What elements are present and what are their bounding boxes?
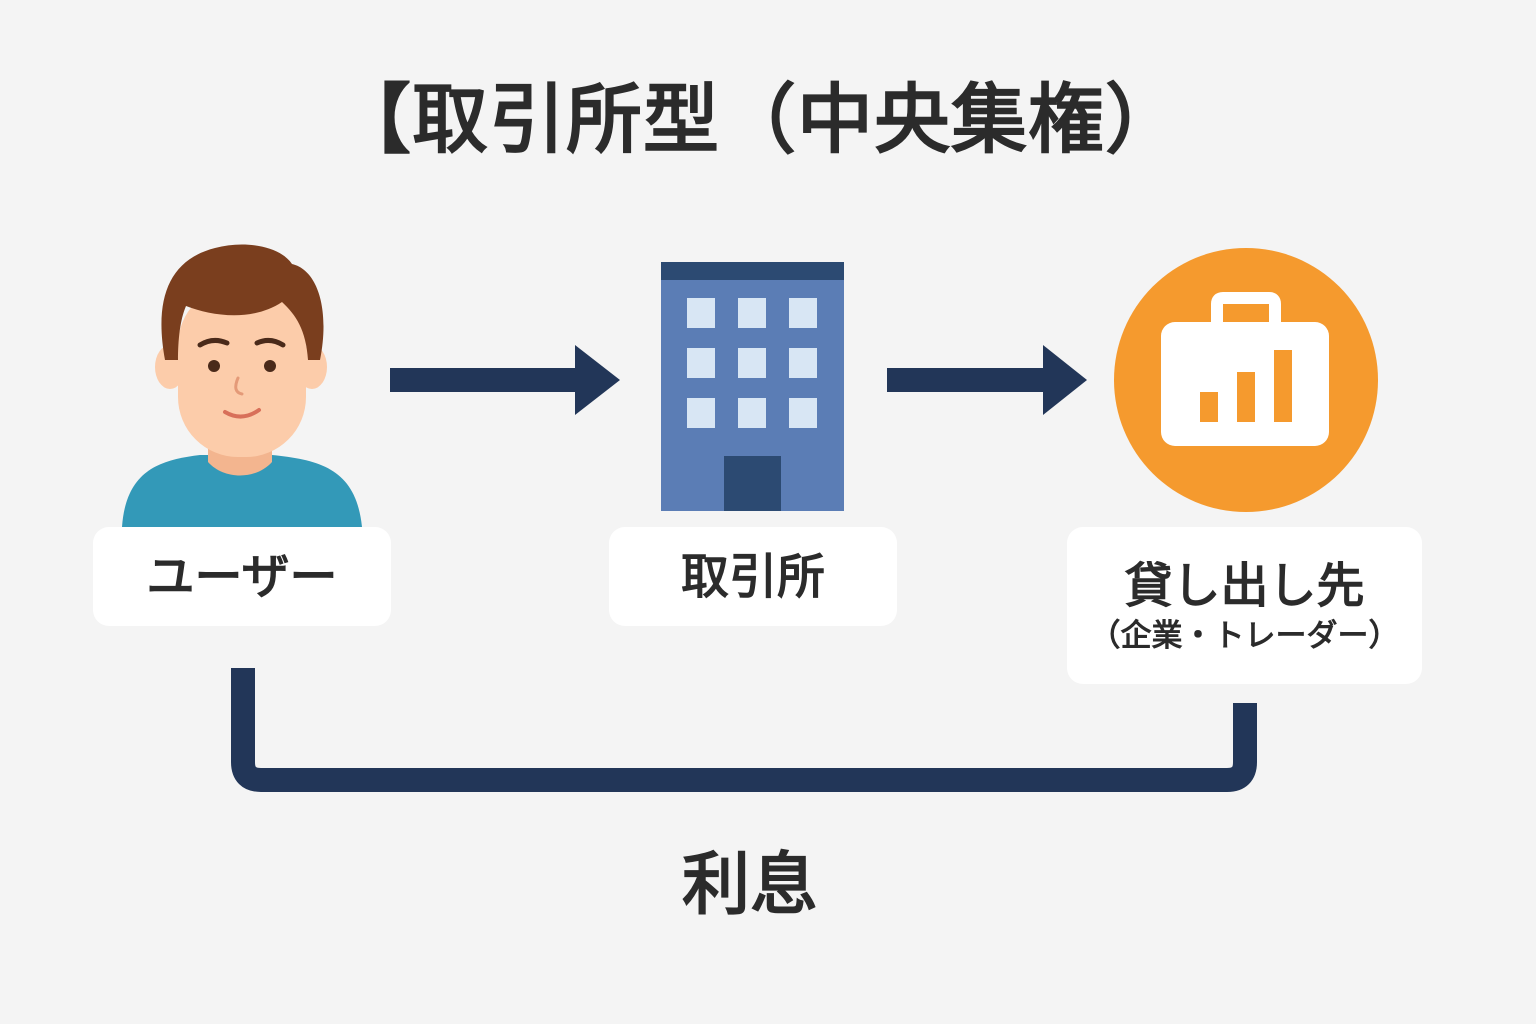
interest-return-line [231, 668, 1257, 792]
person-icon [122, 244, 362, 527]
exchange-label: 取引所 [680, 548, 825, 605]
building-icon [661, 262, 844, 511]
bar-chart [1200, 350, 1292, 422]
person-left-brow [197, 337, 230, 348]
briefcase-chart-icon [1114, 248, 1378, 512]
building-door [724, 456, 781, 511]
exchange-label-box: 取引所 [609, 527, 897, 626]
briefcase-handle [1211, 292, 1281, 326]
person-face [178, 285, 306, 457]
building-roof [661, 262, 844, 280]
person-right-brow [254, 337, 286, 348]
lender-sublabel: （企業・トレーダー） [1089, 617, 1400, 654]
lender-label: 貸し出し先 [1124, 557, 1365, 614]
user-label-box: ユーザー [93, 527, 391, 626]
person-shirt [122, 455, 362, 527]
interest-label: 利息 [681, 846, 818, 925]
building-windows [687, 298, 817, 428]
person-left-eye [208, 360, 220, 372]
diagram-title: 【取引所型（中央集権） [335, 75, 1182, 164]
person-hair [161, 244, 324, 360]
person-nose [234, 376, 244, 396]
arrow-user-to-exchange [390, 345, 620, 415]
person-right-eye [264, 360, 276, 372]
lender-label-box: 貸し出し先 （企業・トレーダー） [1067, 527, 1422, 684]
person-mouth [223, 408, 261, 419]
arrow-exchange-to-lender [887, 345, 1087, 415]
user-label: ユーザー [146, 548, 338, 605]
